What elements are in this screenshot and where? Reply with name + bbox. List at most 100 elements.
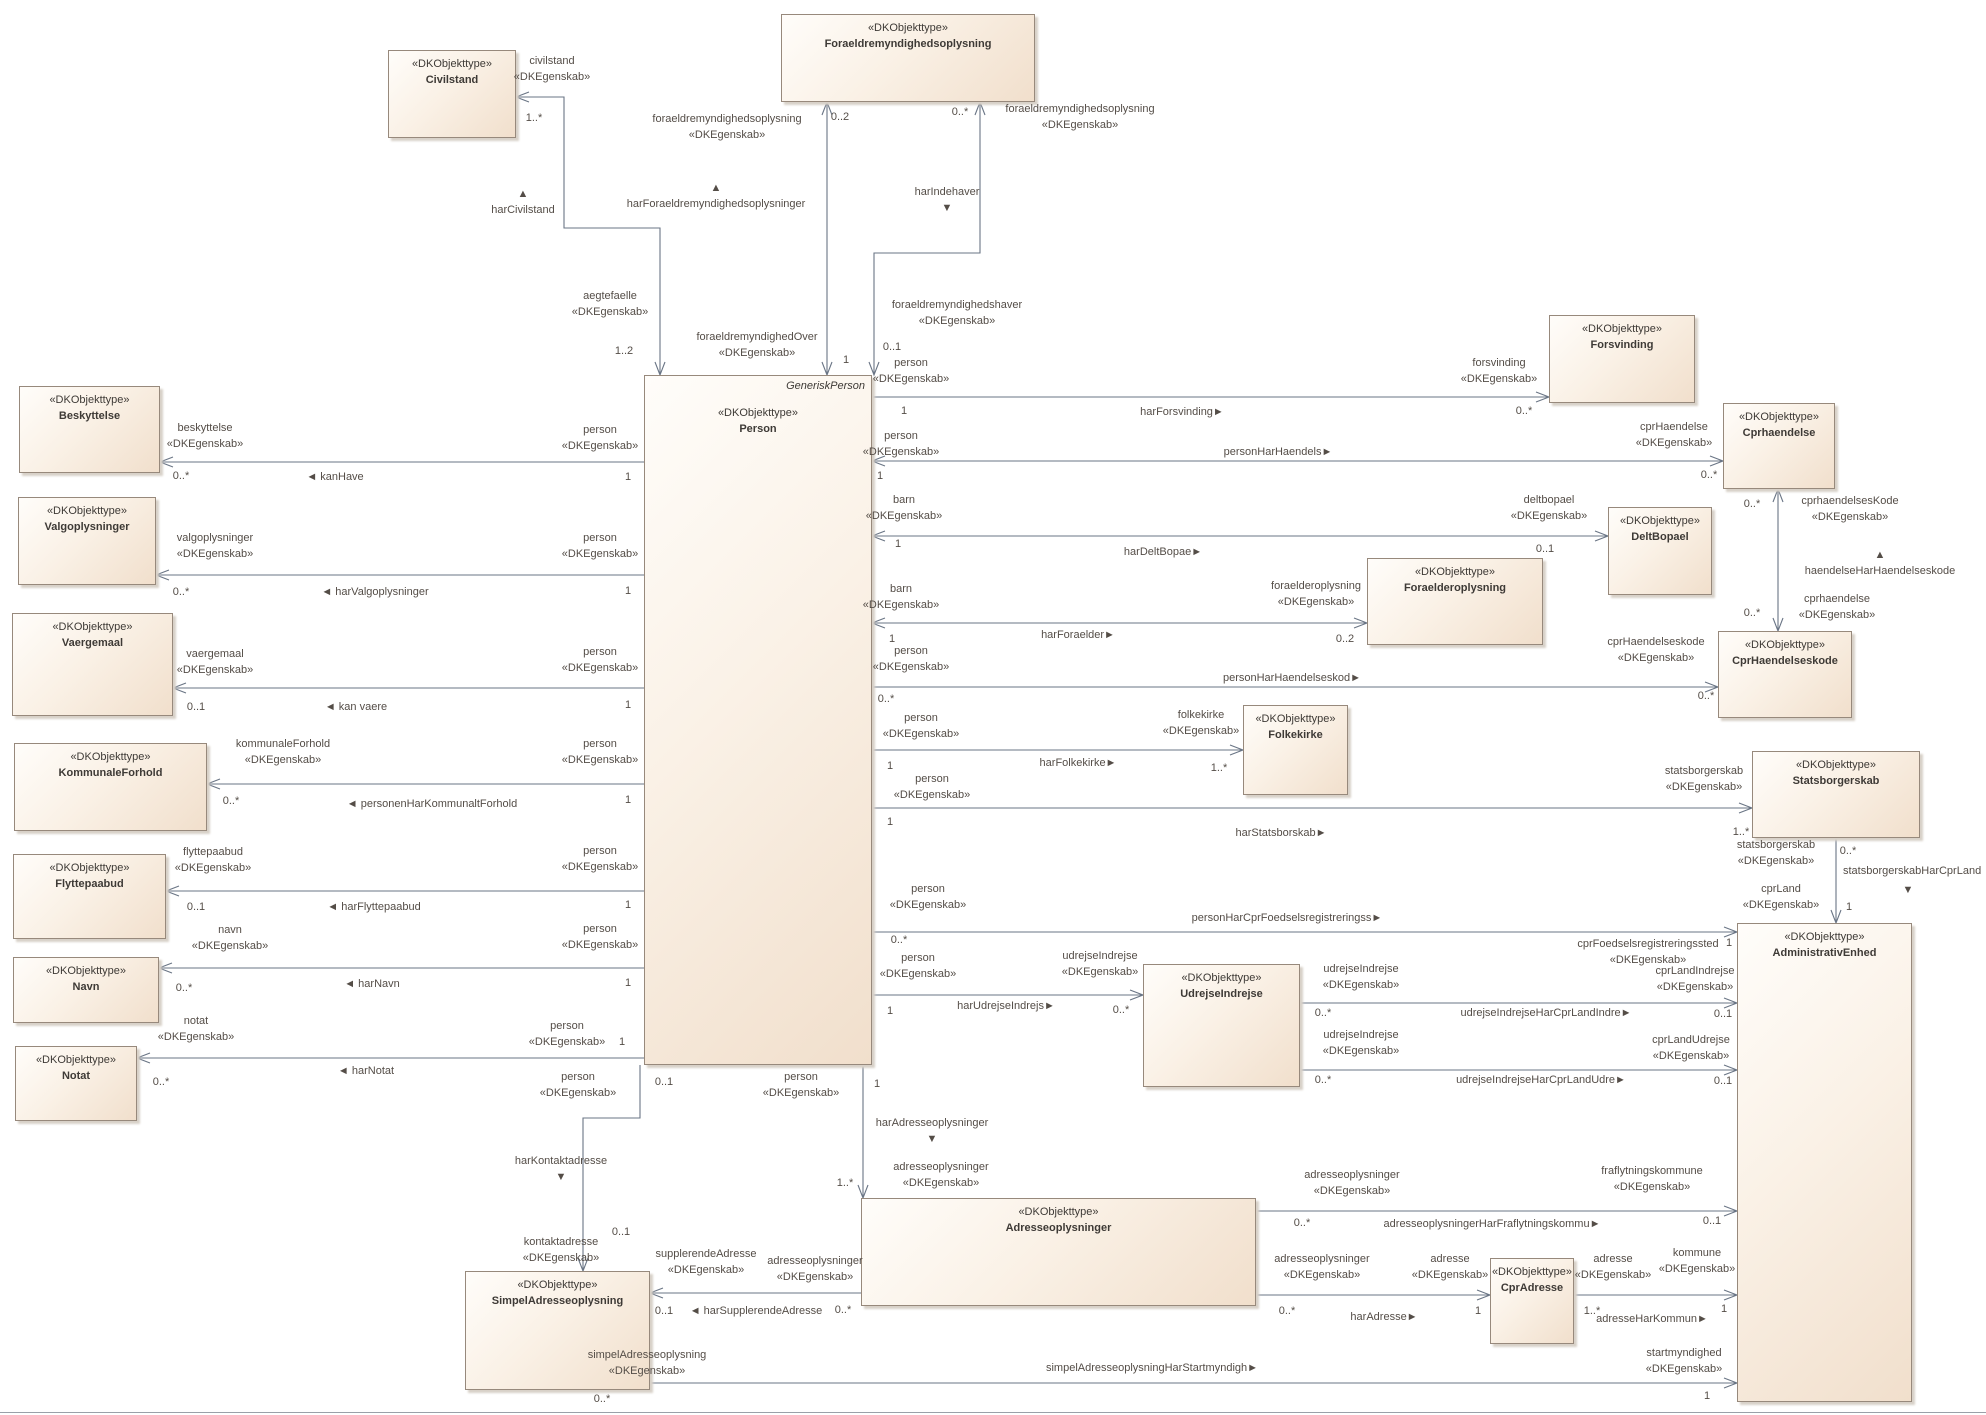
class-cpradresse[interactable]: «DKObjekttype»CprAdresse bbox=[1490, 1258, 1574, 1344]
multiplicity-mult_r14_l: 0..* bbox=[1314, 1007, 1332, 1020]
class-folkekirke[interactable]: «DKObjekttype»Folkekirke bbox=[1243, 705, 1348, 795]
role-label-role_cprhaendelseskode_v: cprhaendelsesKode «DKEgenskab» bbox=[1801, 495, 1899, 523]
class-forsvinding[interactable]: «DKObjekttype» Forsvinding bbox=[1549, 315, 1695, 403]
class-valgoplysninger[interactable]: «DKObjekttype»Valgoplysninger bbox=[18, 497, 156, 585]
role-label-role_kontaktadresse: kontaktadresse «DKEgenskab» bbox=[522, 1236, 600, 1264]
class-name: CprHaendelseskode bbox=[1732, 654, 1838, 667]
multiplicity-mult_statsborgerskab: 1..* bbox=[1732, 826, 1750, 839]
association-name-name_harforaelder: harForaelder► bbox=[1041, 629, 1115, 642]
association-name-name_personharhaendelseskode: personHarHaendelseskod► bbox=[1222, 672, 1362, 685]
class-stereotype: «DKObjekttype» bbox=[49, 394, 130, 406]
multiplicity-mult_navn: 0..* bbox=[175, 982, 193, 995]
class-kommunaleforhold[interactable]: «DKObjekttype»KommunaleForhold bbox=[14, 743, 207, 831]
association-name-name_haendelsehar: ▲ haendelseHarHaendelseskode bbox=[1804, 549, 1956, 577]
multiplicity-mult_h_person: 0..1 bbox=[654, 1076, 674, 1089]
class-simpeladresseoplysning[interactable]: «DKObjekttype» SimpelAdresseoplysning bbox=[465, 1271, 650, 1390]
multiplicity-mult_aegtefaelle: 1..2 bbox=[614, 345, 634, 358]
role-label-role_aegtefaelle: aegtefaelle «DKEgenskab» bbox=[571, 290, 649, 318]
class-name: Foraelderoplysning bbox=[1403, 581, 1507, 594]
multiplicity-mult_r12: 1 bbox=[1725, 937, 1733, 950]
multiplicity-mult_folkekirke: 1..* bbox=[1210, 762, 1228, 775]
multiplicity-mult_hk_top: 0..* bbox=[1743, 498, 1761, 511]
association-name-name_udrharindrejse: udrejseIndrejseHarCprLandIndre► bbox=[1460, 1007, 1632, 1020]
role-label-role_person_c: person «DKEgenskab» bbox=[561, 646, 639, 674]
class-name: Forsvinding bbox=[1590, 338, 1654, 351]
role-label-role_civilstand: civilstand «DKEgenskab» bbox=[513, 55, 591, 83]
class-civilstand[interactable]: «DKObjekttype» Civilstand bbox=[388, 50, 516, 138]
association-lines bbox=[135, 91, 1842, 1389]
role-label-role_udrejse_r15: udrejseIndrejse «DKEgenskab» bbox=[1322, 1029, 1400, 1057]
multiplicity-mult_fmo_02: 0..2 bbox=[830, 111, 850, 124]
class-beskyttelse[interactable]: «DKObjekttype»Beskyttelse bbox=[19, 386, 160, 473]
class-vaergemaal[interactable]: «DKObjekttype»Vaergemaal bbox=[12, 613, 173, 716]
multiplicity-mult_person_r6: 1 bbox=[894, 538, 902, 551]
class-stereotype: «DKObjekttype» bbox=[1491, 1266, 1573, 1278]
class-navn[interactable]: «DKObjekttype»Navn bbox=[13, 957, 159, 1023]
role-label-role_person_d: person «DKEgenskab» bbox=[561, 738, 639, 766]
role-label-role_adresse_l: adresse «DKEgenskab» bbox=[1411, 1253, 1489, 1281]
class-udrejseindrejse[interactable]: «DKObjekttype»UdrejseIndrejse bbox=[1143, 964, 1300, 1087]
role-label-role_adresseopl_i: adresseoplysninger «DKEgenskab» bbox=[893, 1161, 989, 1189]
class-stereotype: «DKObjekttype» bbox=[867, 22, 949, 34]
association-name-name_harfolkekirke: harFolkekirke► bbox=[1039, 757, 1117, 770]
multiplicity-mult_r1_person: 1 bbox=[842, 354, 850, 367]
class-foraelderoplysning[interactable]: «DKObjekttype»Foraelderoplysning bbox=[1367, 558, 1543, 645]
class-deltbopael[interactable]: «DKObjekttype»DeltBopael bbox=[1608, 507, 1712, 595]
class-name: SimpelAdresseoplysning bbox=[491, 1294, 624, 1307]
class-statsborgerskab[interactable]: «DKObjekttype»Statsborgerskab bbox=[1752, 751, 1920, 838]
class-cprhaendelseskode[interactable]: «DKObjekttype»CprHaendelseskode bbox=[1718, 631, 1852, 718]
multiplicity-mult_forsvinding: 0..* bbox=[1515, 405, 1533, 418]
role-label-role_barn_r6: barn «DKEgenskab» bbox=[865, 494, 943, 522]
role-label-role_cprhaendelse_v: cprhaendelse «DKEgenskab» bbox=[1798, 593, 1876, 621]
association-name-name_hardeltbopael: harDeltBopae► bbox=[1123, 546, 1203, 559]
association-name-name_udrharudrejse: udrejseIndrejseHarCprLandUdre► bbox=[1456, 1074, 1626, 1087]
multiplicity-mult_person_r4: 1 bbox=[900, 405, 908, 418]
class-adresseoplysninger[interactable]: «DKObjekttype»Adresseoplysninger bbox=[861, 1198, 1256, 1306]
multiplicity-mult_beskyttelse: 0..* bbox=[172, 470, 190, 483]
class-foraeldremyndighedsoplysning[interactable]: «DKObjekttype»Foraeldremyndighedsoplysni… bbox=[781, 14, 1035, 102]
role-label-role_statsborgerskab_r10: statsborgerskab «DKEgenskab» bbox=[1664, 765, 1744, 793]
class-stereotype: «DKObjekttype» bbox=[1181, 972, 1262, 984]
association-name-name_adresseharkommune: adresseHarKommun► bbox=[1596, 1313, 1708, 1326]
multiplicity-mult_r11_a: 1 bbox=[1845, 901, 1853, 914]
association-name-name_harsupplerende: ◄ harSupplerendeAdresse bbox=[689, 1305, 823, 1318]
multiplicity-mult_r2_person: 0..1 bbox=[882, 341, 902, 354]
role-label-role_fmo_left: foraeldremyndighedsoplysning «DKEgenskab… bbox=[652, 113, 802, 141]
association-name-name_kanvaere: ◄ kan vaere bbox=[324, 701, 388, 714]
class-name: AdministrativEnhed bbox=[1772, 946, 1877, 959]
class-name: Valgoplysninger bbox=[44, 520, 130, 533]
class-flyttepaabud[interactable]: «DKObjekttype»Flyttepaabud bbox=[13, 854, 166, 939]
association-name-name_harkontaktadresse: harKontaktadresse ▼ bbox=[514, 1155, 608, 1183]
association-name-name_harflyttepaabud: ◄ harFlyttepaabud bbox=[327, 901, 421, 914]
class-name: Civilstand bbox=[425, 73, 479, 86]
class-stereotype: «DKObjekttype» bbox=[517, 1279, 598, 1291]
multiplicity-mult_valgoplysninger: 0..* bbox=[172, 586, 190, 599]
class-person[interactable]: GeneriskPerson«DKObjekttype»Person bbox=[644, 375, 872, 1065]
multiplicity-mult_flyttepaabud: 0..1 bbox=[186, 901, 206, 914]
class-administrativenhed[interactable]: «DKObjekttype»AdministrativEnhed bbox=[1737, 923, 1912, 1402]
multiplicity-mult_h_box: 0..1 bbox=[611, 1226, 631, 1239]
multiplicity-mult_person_a: 1 bbox=[624, 471, 632, 484]
role-label-role_beskyttelse: beskyttelse «DKEgenskab» bbox=[166, 422, 244, 450]
multiplicity-mult_person_e: 1 bbox=[624, 899, 632, 912]
role-label-role_cprland: cprLand «DKEgenskab» bbox=[1742, 883, 1820, 911]
class-cprhaendelse[interactable]: «DKObjekttype»Cprhaendelse bbox=[1723, 403, 1835, 489]
association-name-name_kanhave: ◄ kanHave bbox=[306, 471, 364, 484]
class-stereotype: «DKObjekttype» bbox=[411, 58, 493, 70]
association-name-name_harvalgoplysninger: ◄ harValgoplysninger bbox=[321, 586, 429, 599]
association-name-name_harnavn: ◄ harNavn bbox=[344, 978, 400, 991]
association-name-name_simpelhar: simpelAdresseoplysningHarStartmyndigh► bbox=[1045, 1362, 1259, 1375]
class-stereotype: «DKObjekttype» bbox=[1581, 323, 1663, 335]
role-label-role_deltbopael: deltbopael «DKEgenskab» bbox=[1510, 494, 1588, 522]
association-name-name_personharhaendelse: personHarHaendels► bbox=[1223, 446, 1333, 459]
multiplicity-mult_person_r8: 0..* bbox=[877, 693, 895, 706]
multiplicity-mult_r13: 0..* bbox=[1112, 1004, 1130, 1017]
multiplicity-mult_k_adr: 0..* bbox=[834, 1304, 852, 1317]
multiplicity-mult_i_box: 1..* bbox=[836, 1177, 854, 1190]
multiplicity-mult_r19_l: 0..* bbox=[593, 1393, 611, 1406]
class-notat[interactable]: «DKObjekttype»Notat bbox=[15, 1046, 137, 1121]
multiplicity-mult_person_r5: 1 bbox=[876, 470, 884, 483]
role-label-role_person_g: person «DKEgenskab» bbox=[528, 1020, 606, 1048]
class-stereotype: «DKObjekttype» bbox=[70, 751, 151, 763]
